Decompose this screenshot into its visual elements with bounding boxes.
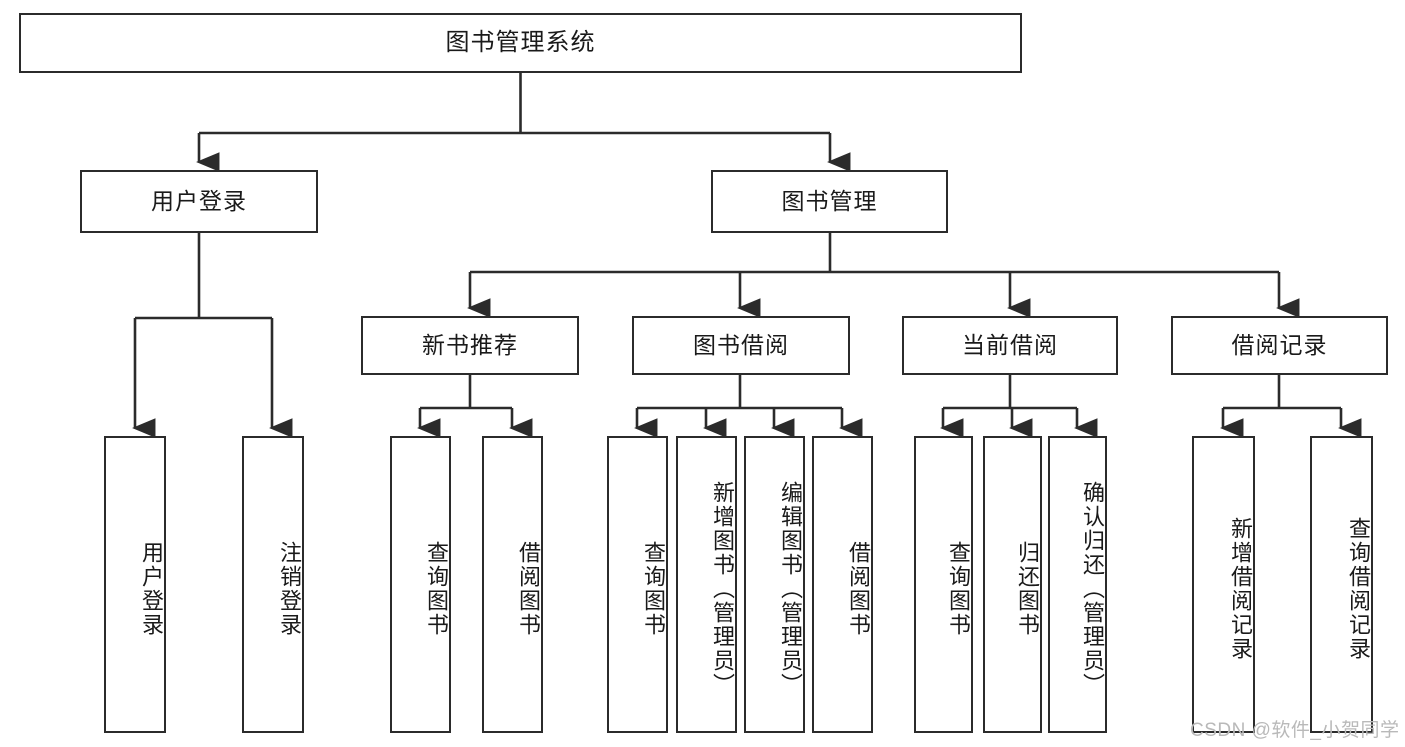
node-label: 确认归还（管理员） — [1080, 480, 1105, 697]
leaf-logout[interactable]: 注销登录 — [242, 436, 304, 733]
node-label: 新增借阅记录 — [1228, 516, 1253, 661]
node-label: 借阅图书 — [846, 540, 871, 637]
node-label: 图书管理系统 — [445, 28, 596, 56]
node-label: 查询图书 — [641, 540, 666, 637]
node-label: 归还图书 — [1015, 540, 1040, 637]
leaf-confirm-return-admin[interactable]: 确认归还（管理员） — [1048, 436, 1107, 733]
leaf-add-borrow-record[interactable]: 新增借阅记录 — [1192, 436, 1255, 733]
leaf-query-borrow-record[interactable]: 查询借阅记录 — [1310, 436, 1373, 733]
node-label: 用户登录 — [139, 540, 164, 637]
leaf-return-book[interactable]: 归还图书 — [983, 436, 1042, 733]
node-user-login[interactable]: 用户登录 — [80, 170, 318, 233]
leaf-query-book-borrow[interactable]: 查询图书 — [607, 436, 668, 733]
leaf-edit-book-admin[interactable]: 编辑图书（管理员） — [744, 436, 805, 733]
node-current-borrow[interactable]: 当前借阅 — [902, 316, 1118, 375]
node-label: 借阅记录 — [1231, 331, 1328, 358]
node-new-book-recommend[interactable]: 新书推荐 — [361, 316, 579, 375]
node-label: 新书推荐 — [422, 331, 518, 358]
node-label: 注销登录 — [277, 540, 302, 637]
leaf-add-book-admin[interactable]: 新增图书（管理员） — [676, 436, 737, 733]
node-label: 图书借阅 — [693, 331, 789, 358]
node-label: 查询图书 — [424, 540, 449, 637]
node-borrow-record[interactable]: 借阅记录 — [1171, 316, 1388, 375]
leaf-query-book-recommend[interactable]: 查询图书 — [390, 436, 451, 733]
node-book-borrow[interactable]: 图书借阅 — [632, 316, 850, 375]
node-label: 新增图书（管理员） — [710, 480, 735, 697]
node-root-book-management-system[interactable]: 图书管理系统 — [19, 13, 1022, 73]
leaf-query-book-current[interactable]: 查询图书 — [914, 436, 973, 733]
node-label: 图书管理 — [781, 187, 878, 214]
node-label: 当前借阅 — [962, 331, 1058, 358]
node-label: 编辑图书（管理员） — [778, 480, 803, 697]
node-label: 用户登录 — [151, 187, 247, 214]
node-label: 借阅图书 — [516, 540, 541, 637]
leaf-user-login[interactable]: 用户登录 — [104, 436, 166, 733]
leaf-borrow-book-recommend[interactable]: 借阅图书 — [482, 436, 543, 733]
node-book-management[interactable]: 图书管理 — [711, 170, 948, 233]
node-label: 查询借阅记录 — [1346, 516, 1371, 661]
csdn-watermark: CSDN @软件_小贺同学 — [1190, 720, 1400, 741]
node-label: 查询图书 — [946, 540, 971, 637]
leaf-borrow-book[interactable]: 借阅图书 — [812, 436, 873, 733]
